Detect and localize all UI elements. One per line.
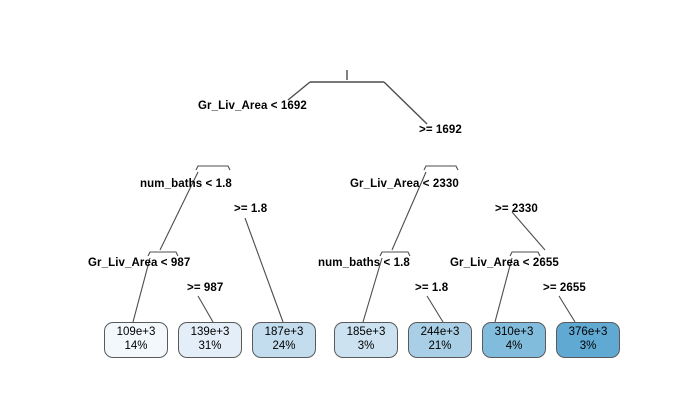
leaf-2-value: 139e+3	[190, 326, 230, 339]
leaf-node-4: 185e+3 3%	[334, 322, 398, 358]
branch-label-rr2-right: >= 2655	[543, 282, 586, 294]
split-node-r1-label: Gr_Liv_Area < 2330	[350, 178, 459, 190]
leaf-5-value: 244e+3	[420, 326, 460, 339]
edge-l1-right	[244, 217, 284, 323]
leaf-node-2: 139e+3 31%	[178, 322, 242, 358]
leaf-5-percent: 21%	[428, 340, 452, 352]
leaf-node-5: 244e+3 21%	[408, 322, 472, 358]
bracket-ll2	[147, 251, 179, 257]
edge-l1-left	[159, 171, 199, 251]
bracket-rr2	[509, 251, 541, 257]
branch-label-r1-right: >= 2330	[495, 203, 538, 215]
leaf-3-percent: 24%	[272, 340, 296, 352]
edge-rl2-left	[362, 257, 383, 323]
leaf-node-3: 187e+3 24%	[252, 322, 316, 358]
leaf-6-value: 310e+3	[494, 326, 534, 339]
bracket-r1	[423, 165, 459, 171]
leaf-2-percent: 31%	[198, 340, 222, 352]
leaf-4-percent: 3%	[357, 340, 375, 352]
edge-r1-right	[511, 211, 546, 251]
split-node-rr2-label: Gr_Liv_Area < 2655	[450, 257, 559, 269]
leaf-node-6: 310e+3 4%	[482, 322, 546, 358]
edge-rr2-right	[558, 295, 576, 323]
leaf-6-percent: 4%	[505, 340, 523, 352]
leaf-node-7: 376e+3 3%	[556, 322, 620, 358]
split-node-root-label: Gr_Liv_Area < 1692	[198, 100, 307, 112]
leaf-7-percent: 3%	[579, 340, 597, 352]
leaf-node-1: 109e+3 14%	[104, 322, 168, 358]
edge-ll2-left	[132, 257, 151, 323]
bracket-l1	[195, 165, 231, 171]
edge-ll2-right	[197, 295, 214, 323]
branch-label-root-right: >= 1692	[419, 124, 462, 136]
leaf-4-value: 185e+3	[346, 326, 386, 339]
edge-root-right	[383, 81, 428, 125]
branch-label-rl2-right: >= 1.8	[415, 282, 449, 294]
split-node-l1-label: num_baths < 1.8	[140, 178, 232, 190]
leaf-3-value: 187e+3	[264, 326, 304, 339]
split-node-rl2-label: num_baths < 1.8	[318, 257, 410, 269]
leaf-7-value: 376e+3	[568, 326, 608, 339]
edge-rr2-left	[494, 257, 513, 323]
leaf-1-percent: 14%	[124, 340, 148, 352]
split-node-ll2-label: Gr_Liv_Area < 987	[88, 257, 191, 269]
edge-r1-left	[391, 171, 427, 251]
branch-label-ll2-right: >= 987	[187, 282, 224, 294]
branch-label-l1-right: >= 1.8	[234, 203, 268, 215]
edge-root-left	[287, 81, 311, 101]
bracket-rl2	[379, 251, 411, 257]
leaf-1-value: 109e+3	[116, 326, 156, 339]
edge-rl2-right	[426, 295, 444, 323]
